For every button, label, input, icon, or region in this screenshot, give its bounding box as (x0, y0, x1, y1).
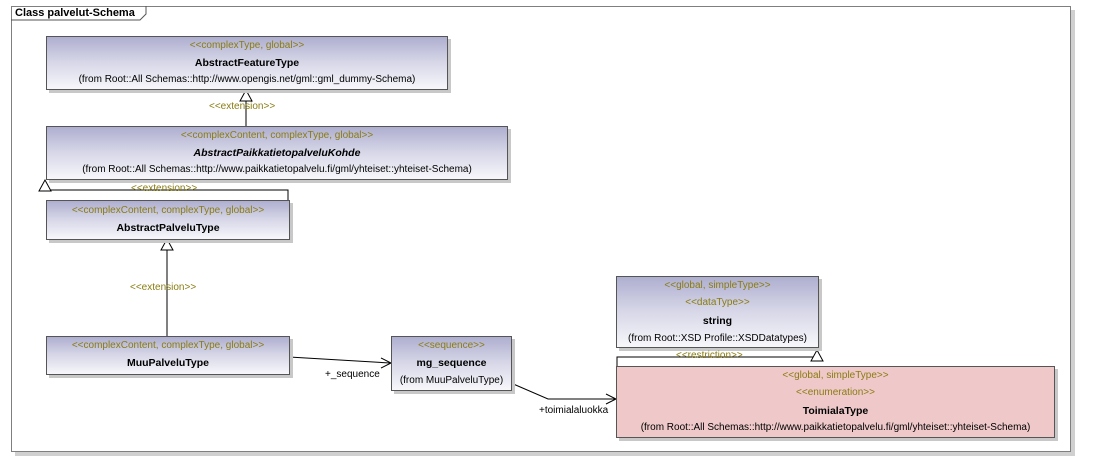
stereotype-label: <<global, simpleType>> (782, 370, 889, 381)
stereotype-label: <<complexContent, complexType, global>> (71, 205, 265, 216)
from-package: (from Root::All Schemas::http://www.open… (78, 74, 416, 85)
extension-label-2: <<extension>> (131, 183, 198, 194)
class-name: AbstractPaikkatietopalveluKohde (193, 147, 361, 159)
extension-label-3: <<extension>> (130, 282, 197, 293)
from-package: (from Root::All Schemas::http://www.paik… (82, 164, 472, 175)
from-package: (from Root::XSD Profile::XSDDatatypes) (628, 333, 807, 344)
stereotype-label: <<complexContent, complexType, global>> (71, 340, 265, 351)
toimiala-type-box[interactable]: <<global, simpleType>> <<enumeration>> T… (616, 366, 1055, 438)
sequence-association-line (288, 356, 391, 364)
stereotype-label: <<complexContent, complexType, global>> (180, 130, 374, 141)
mg-sequence-box[interactable]: <<sequence>> mg_sequence (from MuuPalvel… (391, 336, 512, 391)
stereotype-label: <<global, simpleType>> (664, 280, 771, 291)
from-package: (from MuuPalveluType) (399, 375, 504, 386)
frame-tab-outline (11, 6, 147, 21)
class-name: mg_sequence (416, 357, 487, 369)
toimiala-association-line (510, 382, 616, 400)
abstract-paikkatietopalvelu-kohde-box[interactable]: <<complexContent, complexType, global>> … (46, 126, 508, 180)
class-name: AbstractFeatureType (194, 57, 300, 69)
generalization-arrowhead-3 (160, 237, 174, 251)
stereotype-label: <<sequence>> (418, 340, 485, 351)
toimiala-role-label: +toimialaluokka (539, 405, 609, 416)
class-name: MuuPalveluType (126, 357, 210, 369)
sequence-role-label: +_sequence (325, 369, 380, 380)
string-type-box[interactable]: <<global, simpleType>> <<dataType>> stri… (616, 276, 819, 348)
class-name: AbstractPalveluType (116, 222, 220, 234)
stereotype-label: <<complexType, global>> (189, 40, 305, 51)
generalization-arrowhead-4 (810, 348, 824, 362)
generalization-arrowhead-2 (38, 178, 52, 192)
class-name: ToimialaType (802, 405, 869, 417)
stereotype-label-2: <<dataType>> (685, 297, 750, 308)
diagram-title: Class palvelut-Schema (15, 7, 135, 19)
restriction-label: <<restriction>> (676, 350, 743, 361)
generalization-arrowhead-1 (239, 88, 253, 102)
abstract-palvelu-type-box[interactable]: <<complexContent, complexType, global>> … (46, 200, 290, 240)
muu-palvelu-type-box[interactable]: <<complexContent, complexType, global>> … (46, 336, 290, 375)
abstract-feature-type-box[interactable]: <<complexType, global>> AbstractFeatureT… (46, 36, 448, 90)
extension-label-1: <<extension>> (209, 101, 276, 112)
from-package: (from Root::All Schemas::http://www.paik… (640, 422, 1031, 433)
stereotype-label-2: <<enumeration>> (796, 387, 875, 398)
class-name: string (702, 315, 733, 327)
